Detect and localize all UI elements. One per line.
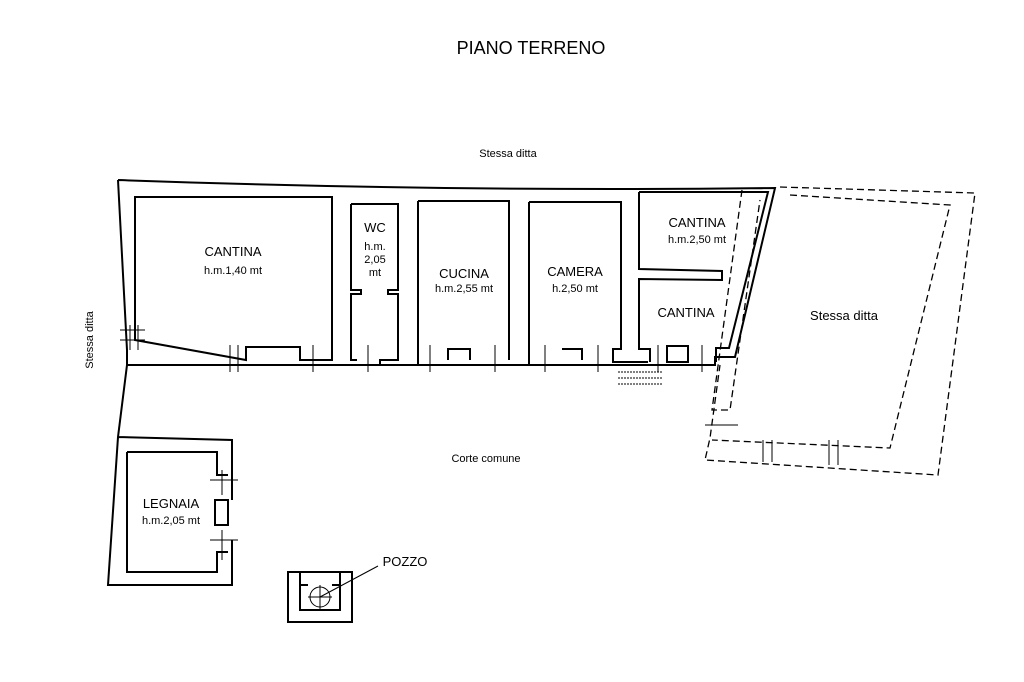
room-camera-name: CAMERA [547, 264, 603, 279]
room-wc-height-3: mt [369, 267, 381, 279]
neighbour-right-label: Stessa ditta [810, 308, 879, 323]
room-wc-name: WC [364, 220, 386, 235]
courtyard-label: Corte comune [451, 453, 520, 465]
room-legnaia-name: LEGNAIA [143, 496, 200, 511]
neighbour-left-label: Stessa ditta [84, 310, 96, 368]
room-cantina-1-height: h.m.1,40 mt [204, 265, 262, 277]
room-wc-wall [350, 203, 399, 365]
adjacent-property-dashed [704, 186, 976, 476]
well [287, 565, 379, 623]
room-cantina-2-name: CANTINA [668, 215, 725, 230]
main-building-walls [117, 179, 777, 385]
room-cucina-wall [417, 200, 510, 365]
room-wc-height-2: 2,05 [364, 254, 385, 266]
room-camera-height: h.2,50 mt [552, 283, 598, 295]
room-cucina-height: h.m.2,55 mt [435, 283, 493, 295]
well-label: POZZO [383, 554, 428, 569]
room-cucina-name: CUCINA [439, 266, 489, 281]
room-wc-height-1: h.m. [364, 241, 385, 253]
room-legnaia-height: h.m.2,05 mt [142, 515, 200, 527]
plan-title: PIANO TERRENO [457, 38, 606, 58]
room-cantina-right-walls [638, 191, 770, 363]
room-camera-wall [528, 201, 648, 365]
room-cantina-1-wall [134, 196, 333, 362]
legnaia-walls [106, 364, 238, 586]
room-cantina-1-name: CANTINA [204, 244, 261, 259]
room-cantina-2-height: h.m.2,50 mt [668, 234, 726, 246]
room-cantina-3-name: CANTINA [657, 305, 714, 320]
neighbour-top-label: Stessa ditta [479, 148, 537, 160]
